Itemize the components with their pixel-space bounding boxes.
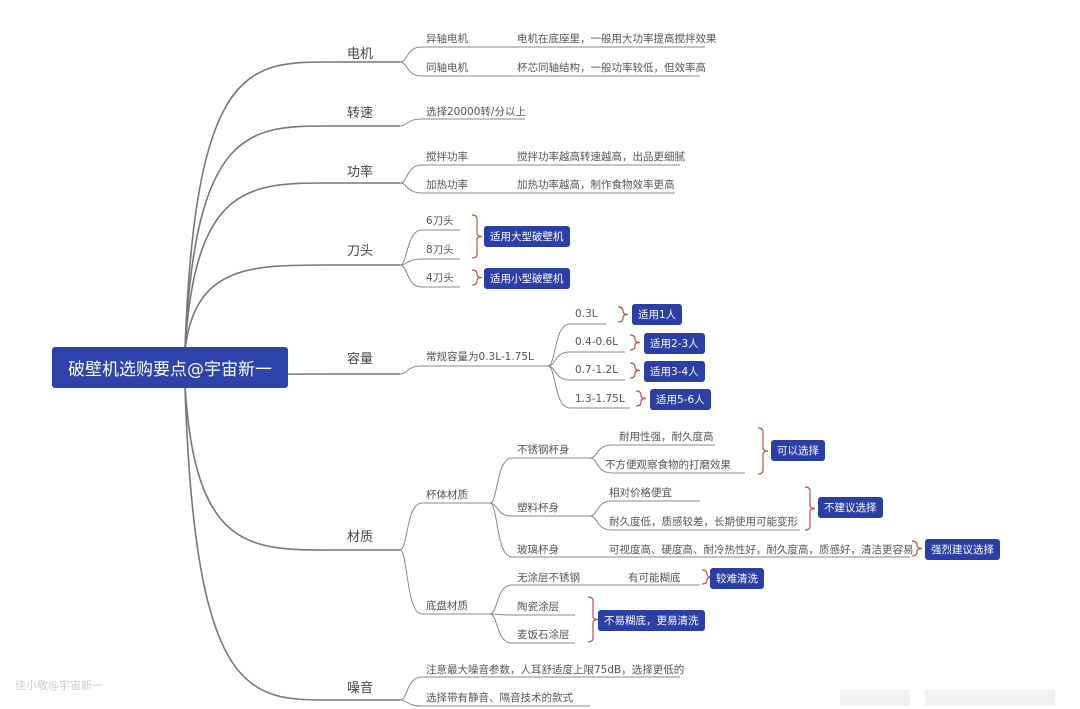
- node[interactable]: 注意最大噪音参数，人耳舒适度上限75dB，选择更低的: [426, 664, 685, 676]
- node[interactable]: 杯体材质: [426, 489, 468, 501]
- connector: [399, 182, 675, 194]
- node[interactable]: 1.3-1.75L: [575, 393, 625, 405]
- branch-power[interactable]: 功率: [347, 165, 374, 180]
- connector: [399, 229, 460, 266]
- connector: [757, 427, 769, 475]
- node[interactable]: 麦饭石涂层: [517, 629, 570, 641]
- connector: [471, 214, 483, 259]
- connector: [399, 676, 680, 701]
- connector: [911, 540, 923, 557]
- badge[interactable]: 适用2-3人: [644, 333, 705, 354]
- badge[interactable]: 适用大型破壁机: [484, 226, 570, 247]
- connector: [589, 444, 715, 459]
- badge[interactable]: 适用3-4人: [644, 361, 705, 382]
- node[interactable]: 耐用性强，耐久度高: [619, 431, 714, 443]
- node[interactable]: 4刀头: [426, 272, 454, 284]
- node[interactable]: 选择20000转/分以上: [426, 106, 526, 118]
- connector: [399, 164, 680, 184]
- connector: [399, 699, 590, 707]
- node[interactable]: 可视度高、硬度高、耐冷热性好，耐久度高，质感好，清洁更容易: [609, 544, 914, 556]
- node-desc[interactable]: 加热功率越高，制作食物效率更高: [517, 179, 675, 191]
- node[interactable]: 0.7-1.2L: [575, 364, 619, 376]
- connector: [547, 365, 625, 381]
- connector: [489, 502, 910, 558]
- connector: [547, 351, 625, 367]
- node[interactable]: 0.3L: [575, 308, 598, 320]
- connector: [804, 486, 816, 531]
- node[interactable]: 搅拌功率: [426, 151, 468, 163]
- connector: [489, 502, 590, 517]
- branch-speed[interactable]: 转速: [347, 106, 374, 121]
- root-node[interactable]: 破壁机选购要点@宇宙新一: [52, 347, 288, 388]
- branch-capacity[interactable]: 容量: [347, 352, 374, 367]
- badge[interactable]: 可以选择: [771, 440, 825, 461]
- node-desc[interactable]: 电机在底座里，一般用大功率提高搅拌效果: [517, 33, 717, 45]
- connector: [184, 125, 400, 351]
- node[interactable]: 8刀头: [426, 244, 454, 256]
- badge[interactable]: 适用5-6人: [650, 389, 711, 410]
- connector: [547, 365, 630, 409]
- node[interactable]: 底盘材质: [426, 600, 468, 612]
- node[interactable]: 6刀头: [426, 215, 454, 227]
- node[interactable]: 同轴电机: [426, 62, 468, 74]
- badge[interactable]: 不易糊底，更易清洗: [598, 610, 705, 631]
- node[interactable]: 陶瓷涂层: [517, 601, 559, 613]
- branch-blade[interactable]: 刀头: [347, 244, 374, 259]
- node[interactable]: 玻璃杯身: [517, 544, 559, 556]
- branch-noise[interactable]: 噪音: [347, 681, 374, 696]
- node[interactable]: 选择带有静音、隔音技术的款式: [426, 692, 573, 704]
- node[interactable]: 耐久度低，质感较差，长期使用可能变形: [609, 516, 798, 528]
- connector: [471, 269, 483, 286]
- connector: [184, 61, 400, 351]
- connector: [489, 584, 700, 615]
- connector: [399, 61, 700, 77]
- node[interactable]: 加热功率: [426, 179, 468, 191]
- watermark: 佳小敬@宇宙新一: [15, 679, 103, 692]
- node[interactable]: 不方便观察食物的打磨效果: [605, 459, 731, 471]
- connector: [629, 362, 641, 379]
- blurred-area: [925, 690, 1055, 706]
- connector: [589, 515, 800, 531]
- connector: [589, 457, 745, 474]
- connector: [399, 118, 525, 127]
- node[interactable]: 异轴电机: [426, 33, 468, 45]
- connector: [547, 323, 606, 367]
- connector: [399, 258, 460, 266]
- connector: [589, 500, 700, 517]
- node[interactable]: 不锈钢杯身: [517, 444, 570, 456]
- connector: [399, 549, 490, 615]
- node[interactable]: 常规容量为0.3L-1.75L: [426, 351, 534, 363]
- connector: [399, 46, 705, 63]
- branch-motor[interactable]: 电机: [347, 47, 374, 62]
- badge[interactable]: 适用1人: [632, 304, 683, 325]
- node[interactable]: 无涂层不锈钢: [517, 572, 580, 584]
- node[interactable]: 相对价格便宜: [609, 487, 672, 499]
- connector: [617, 306, 629, 323]
- badge[interactable]: 不建议选择: [818, 497, 883, 518]
- blurred-area: [840, 690, 910, 706]
- connector: [489, 457, 590, 504]
- connector: [399, 365, 548, 375]
- connector: [629, 334, 641, 351]
- badge[interactable]: 强烈建议选择: [925, 539, 1000, 560]
- badge[interactable]: 适用小型破壁机: [484, 268, 570, 289]
- connector: [184, 264, 400, 351]
- connector: [184, 385, 400, 551]
- badge[interactable]: 较难清洗: [710, 568, 764, 589]
- node-desc[interactable]: 搅拌功率越高转速越高，出品更细腻: [517, 151, 685, 163]
- connector: [399, 264, 460, 288]
- node[interactable]: 塑料杯身: [517, 502, 559, 514]
- connector: [184, 385, 400, 701]
- connector: [635, 390, 647, 407]
- node-desc[interactable]: 杯芯同轴结构，一般功率较低，但效率高: [517, 62, 706, 74]
- connector: [489, 613, 575, 616]
- branch-material[interactable]: 材质: [347, 530, 374, 545]
- connector: [489, 613, 575, 644]
- connector: [587, 596, 599, 643]
- node[interactable]: 有可能糊底: [628, 572, 681, 584]
- connector: [399, 502, 490, 551]
- connector: [184, 182, 400, 351]
- node[interactable]: 0.4-0.6L: [575, 336, 619, 348]
